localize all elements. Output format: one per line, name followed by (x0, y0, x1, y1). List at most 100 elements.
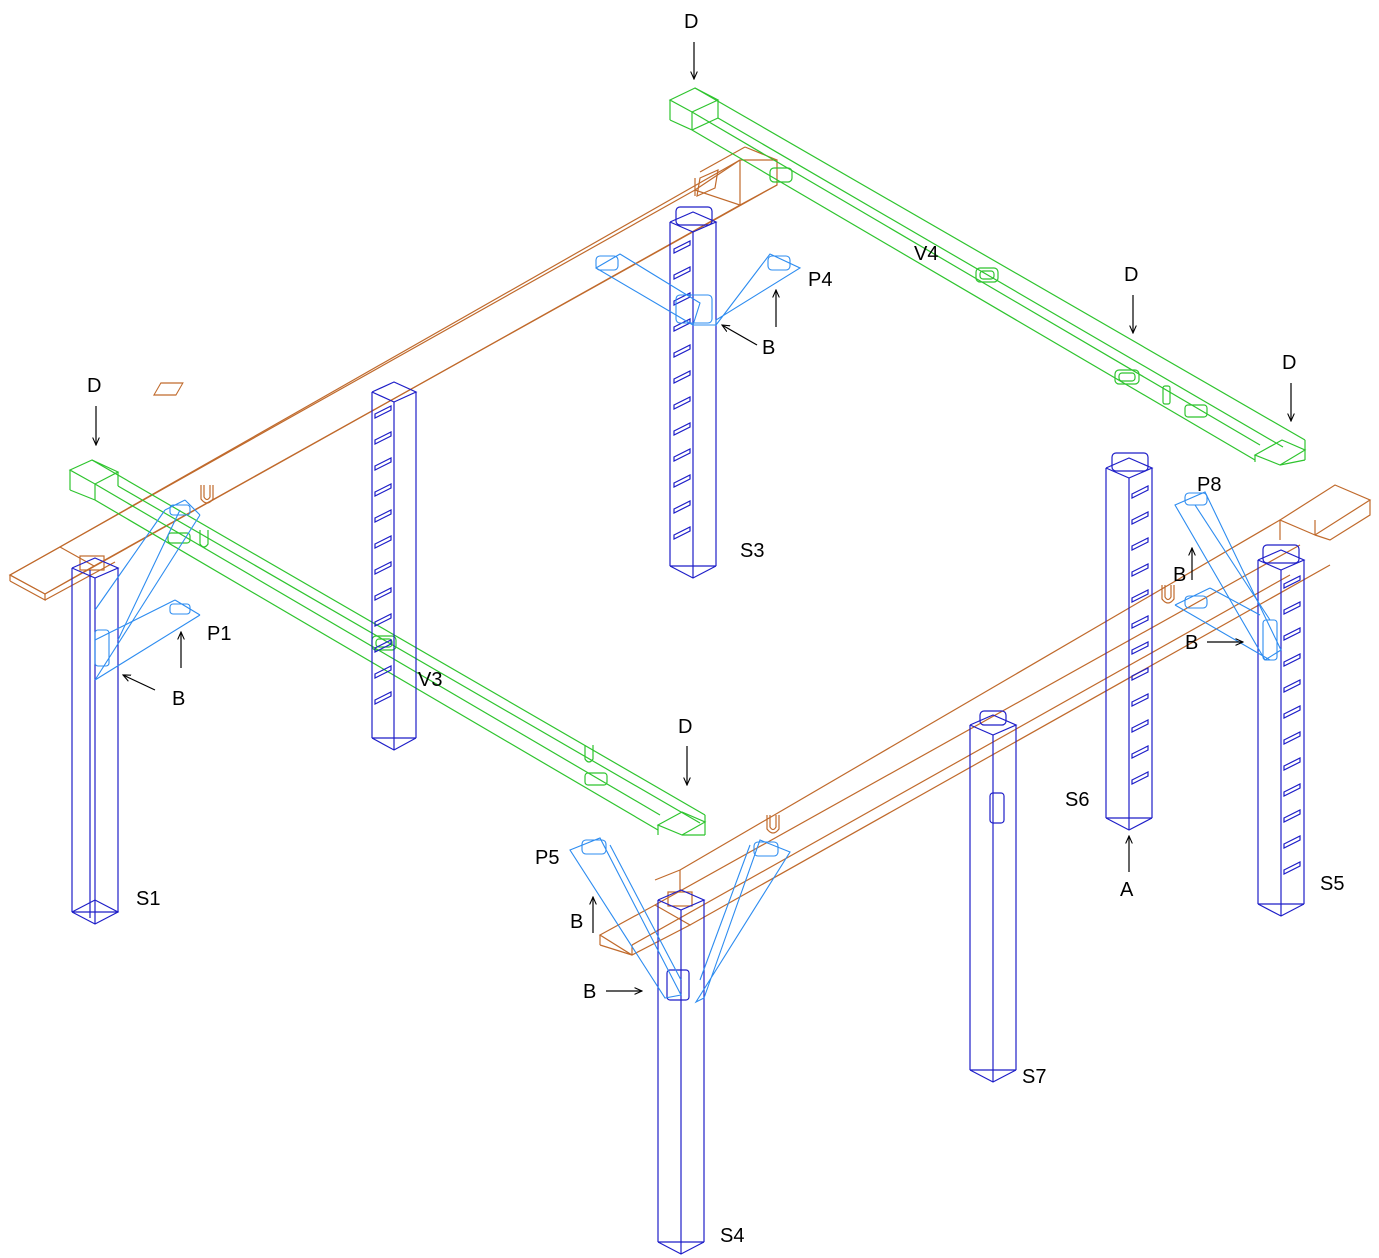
label-p5: P5 (535, 847, 559, 869)
label-p4: P4 (808, 269, 832, 291)
column-rib (374, 405, 392, 419)
bracket-p4 (594, 253, 802, 327)
column-rib (374, 483, 392, 497)
arrow-b (722, 325, 758, 346)
label-d-left: D (87, 375, 101, 397)
green-clip (1162, 385, 1171, 405)
column-rib (1283, 653, 1301, 667)
column-rib (1283, 757, 1301, 771)
label-b-s3: B (762, 337, 775, 359)
column-s6 (1105, 452, 1154, 831)
column-rib (1283, 809, 1301, 823)
green-clip (167, 532, 191, 544)
column-rib (1283, 783, 1301, 797)
label-b-s5: B (1185, 632, 1198, 654)
bracket-p1 (94, 499, 201, 681)
orange-beams (8, 146, 1372, 956)
column-s3 (669, 206, 718, 579)
column-rib (673, 396, 691, 410)
column-rib (1131, 641, 1149, 655)
column-rib (673, 240, 691, 254)
column-rib (1131, 563, 1149, 577)
column-rib (1131, 719, 1149, 733)
label-v4: V4 (914, 243, 938, 265)
column-rib (1131, 667, 1149, 681)
orange-cap (79, 555, 105, 571)
bracket-p8 (1174, 491, 1282, 661)
label-d-v4-end: D (1282, 352, 1296, 374)
arrow-b (123, 675, 156, 691)
green-clip (769, 167, 793, 183)
column-rib (374, 639, 392, 653)
column-rib (1131, 745, 1149, 759)
green-clip (1114, 369, 1140, 385)
column-s4 (657, 889, 706, 1255)
column-rib (374, 431, 392, 445)
label-v3: V3 (418, 669, 442, 691)
column-rib (374, 613, 392, 627)
column-rib (1283, 835, 1301, 849)
column-rib (673, 474, 691, 488)
column-rib (374, 587, 392, 601)
label-s6: S6 (1065, 789, 1089, 811)
label-s5: S5 (1320, 873, 1344, 895)
orange-hook (1161, 585, 1175, 604)
column-rib (673, 500, 691, 514)
green-clip (584, 745, 594, 763)
orange-beam-front (598, 484, 1372, 956)
arrows (96, 42, 1291, 991)
green-clip (584, 772, 608, 786)
label-s3: S3 (740, 540, 764, 562)
column-rib (673, 422, 691, 436)
column-rib (673, 526, 691, 540)
label-b-p5: B (570, 911, 583, 933)
column-rib (1131, 537, 1149, 551)
column-rib (1283, 705, 1301, 719)
column-rib (673, 266, 691, 280)
green-clip (975, 267, 999, 283)
column-s5 (1257, 544, 1306, 917)
orange-cap (667, 891, 693, 907)
bracket-p5 (569, 837, 791, 1004)
label-d-v4-mid: D (1124, 264, 1138, 286)
orange-hook (200, 485, 214, 504)
column-rib (1283, 679, 1301, 693)
column-s7 (969, 710, 1018, 1083)
column-rib (1131, 771, 1149, 785)
column-rib (673, 344, 691, 358)
green-clip (1184, 404, 1208, 418)
label-p1: P1 (207, 623, 231, 645)
green-clip (199, 530, 209, 548)
column-rib (1283, 861, 1301, 875)
column-rib (1131, 693, 1149, 707)
green-beams (68, 87, 1307, 836)
column-rib (1131, 485, 1149, 499)
column-rib (1131, 615, 1149, 629)
column-rib (374, 561, 392, 575)
column-s1 (71, 557, 120, 925)
label-d-v3-end: D (678, 716, 692, 738)
column-rib (1131, 511, 1149, 525)
labels: D D D D D V4 V3 P4 P1 P5 P8 B B B B B B … (87, 11, 1344, 1247)
label-d-top: D (684, 11, 698, 33)
orange-cap (153, 382, 184, 396)
orange-hook (766, 815, 780, 834)
label-b-s4: B (583, 981, 596, 1003)
column-rib (374, 457, 392, 471)
column-rib (673, 370, 691, 384)
column-rib (673, 448, 691, 462)
label-a: A (1120, 879, 1134, 901)
brackets (94, 253, 1282, 1004)
column-rib (1131, 589, 1149, 603)
column-left-interior (371, 381, 418, 751)
column-rib (1283, 627, 1301, 641)
column-rib (1283, 601, 1301, 615)
label-b-s1: B (172, 688, 185, 710)
label-s4: S4 (720, 1225, 744, 1247)
column-rib (374, 691, 392, 705)
label-s7: S7 (1022, 1066, 1046, 1088)
column-rib (1283, 731, 1301, 745)
column-rib (374, 509, 392, 523)
